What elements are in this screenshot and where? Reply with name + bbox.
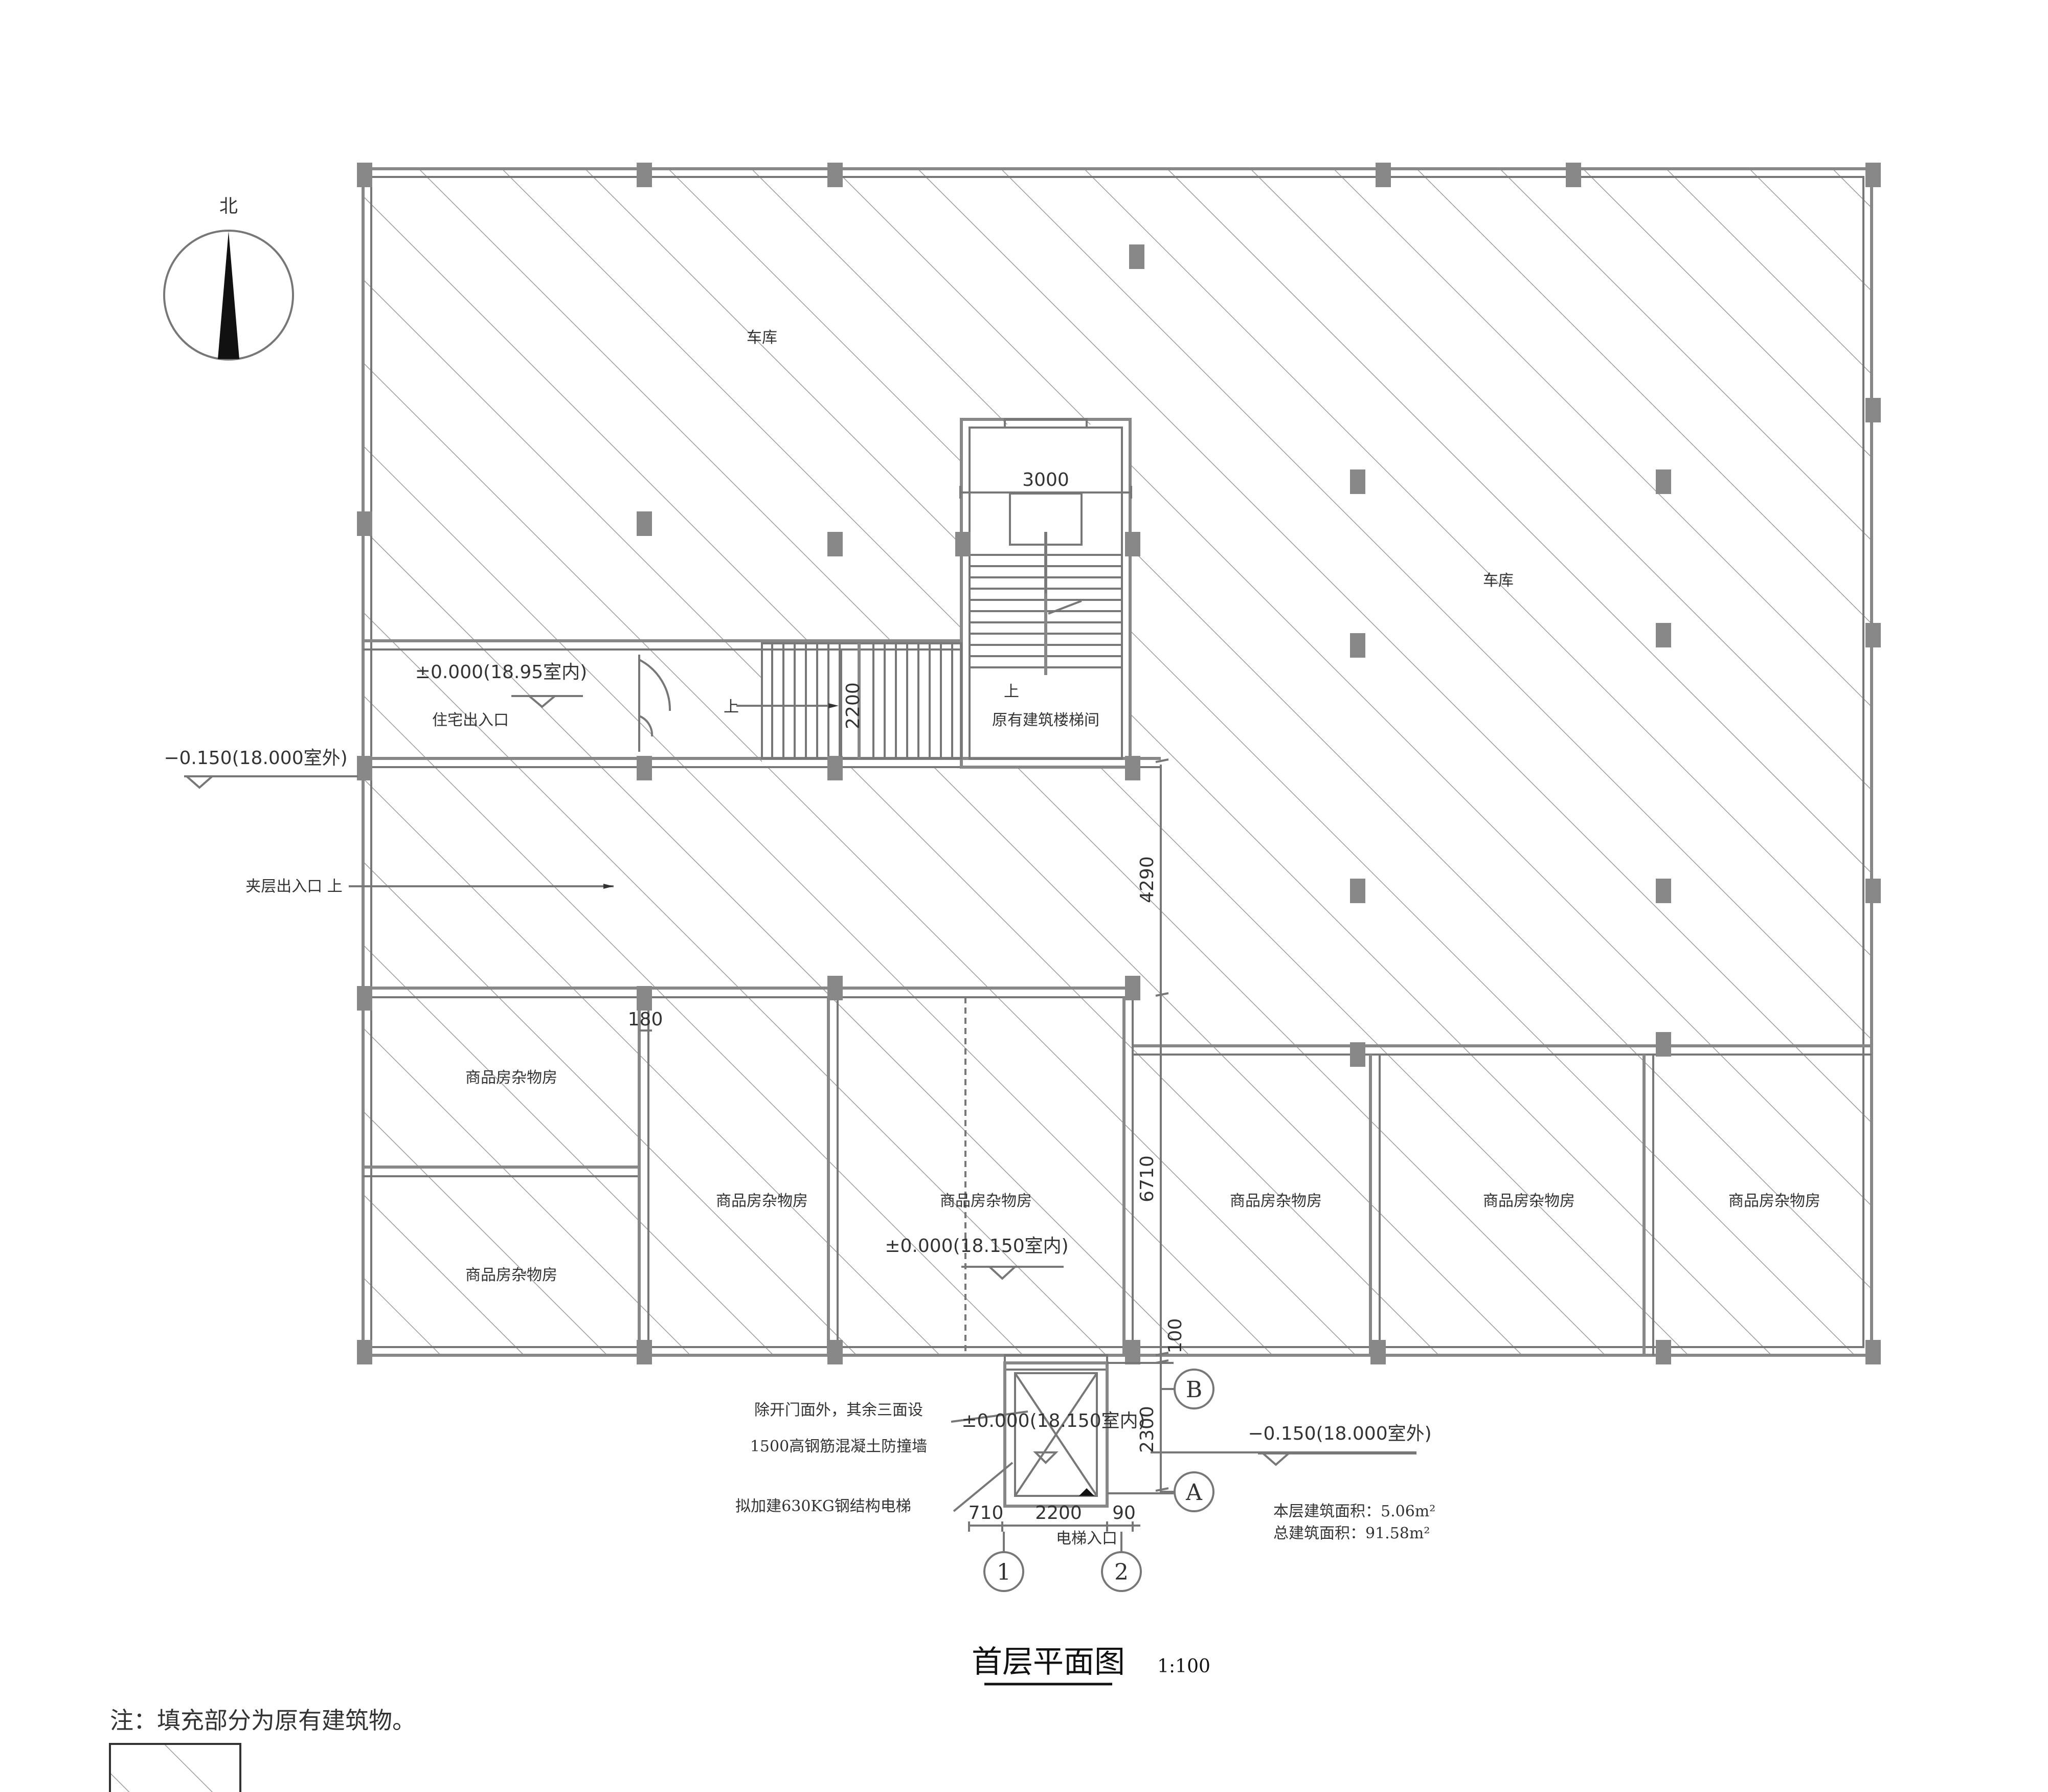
legend-note: 注：填充部分为原有建筑物。 [110, 1707, 416, 1734]
column-7 [1129, 244, 1144, 269]
column-29 [1125, 976, 1140, 1000]
entrance-stair [761, 642, 962, 759]
column-35 [1125, 1340, 1140, 1364]
interior-walls [363, 639, 1872, 1355]
column-22 [1125, 756, 1140, 780]
drawing-title: 首层平面图 [972, 1644, 1125, 1680]
dim-elevator-right: 90 [1112, 1503, 1136, 1524]
room-garage-east: 车库 [1483, 572, 1514, 590]
dim-gap: 100 [1165, 1318, 1186, 1354]
column-21 [827, 756, 843, 780]
level-storage: ±0.000(18.150室内) [885, 1236, 1068, 1257]
existing-stair-up-label: 上 [1004, 683, 1019, 701]
floor-area: 本层建筑面积：5.06m² [1273, 1503, 1435, 1520]
north-arrow [163, 230, 294, 361]
column-10 [637, 511, 652, 536]
room-storage-6: 商品房杂物房 [1483, 1192, 1575, 1210]
room-garage-north: 车库 [747, 329, 777, 347]
column-19 [357, 756, 372, 780]
axis-b-label: B [1186, 1377, 1202, 1403]
column-23 [1350, 879, 1365, 903]
column-30 [1350, 1042, 1365, 1067]
column-38 [1865, 1340, 1881, 1364]
column-11 [827, 532, 843, 556]
column-17 [1656, 623, 1671, 647]
elevator-wall-note-2: 1500高钢筋混凝土防撞墙 [750, 1438, 927, 1455]
axis-2-label: 2 [1114, 1559, 1129, 1585]
column-37 [1656, 1340, 1671, 1364]
column-4 [1376, 163, 1391, 187]
axis-1-label: 1 [997, 1559, 1011, 1585]
dimension-lines [639, 486, 1174, 1532]
existing-stair-steps [970, 532, 1122, 675]
room-residential-entrance: 住宅出入口 [432, 711, 509, 729]
level-outdoor-west: −0.150(18.000室外) [164, 748, 347, 769]
column-24 [1656, 879, 1671, 903]
elevator-wall-note-1: 除开门面外，其余三面设 [754, 1401, 923, 1419]
room-existing-stairwell: 原有建筑楼梯间 [992, 711, 1099, 729]
column-8 [1865, 398, 1881, 422]
column-1 [357, 163, 372, 187]
column-16 [1350, 633, 1365, 658]
column-33 [637, 1340, 652, 1364]
column-25 [1865, 879, 1881, 903]
level-residential: ±0.000(18.95室内) [415, 662, 587, 683]
elevator-shaft [1003, 1354, 1109, 1508]
dim-corridor: 4290 [1137, 856, 1158, 903]
total-area: 总建筑面积：91.58m² [1273, 1525, 1430, 1542]
dim-elevator-depth: 2300 [1137, 1406, 1158, 1453]
dim-elevator-width: 2200 [1035, 1503, 1082, 1524]
room-storage-1: 商品房杂物房 [465, 1069, 557, 1087]
dim-elevator-left: 710 [969, 1503, 1004, 1524]
room-storage-5: 商品房杂物房 [1230, 1192, 1322, 1210]
column-36 [1370, 1340, 1386, 1364]
column-31 [1656, 1032, 1671, 1057]
column-14 [1350, 469, 1365, 494]
column-27 [637, 986, 652, 1011]
column-3 [827, 163, 843, 187]
column-26 [357, 986, 372, 1011]
grid-axes [983, 1369, 1214, 1592]
level-outdoor-east: −0.150(18.000室外) [1248, 1423, 1431, 1444]
stair-up-label: 上 [724, 698, 739, 716]
structural-columns [357, 163, 1881, 1364]
column-6 [1865, 163, 1881, 187]
north-label: 北 [219, 196, 238, 217]
room-storage-7: 商品房杂物房 [1728, 1192, 1820, 1210]
level-elevator: ±0.000(18.150室内) [961, 1410, 1145, 1431]
dim-wall-thick: 180 [628, 1009, 663, 1030]
axis-a-label: A [1185, 1480, 1203, 1506]
column-34 [827, 1340, 843, 1364]
drawing-scale: 1:100 [1157, 1656, 1210, 1677]
residential-door [638, 655, 671, 752]
column-9 [357, 511, 372, 536]
column-2 [637, 163, 652, 187]
column-15 [1656, 469, 1671, 494]
elevator-entrance: 电梯入口 [1056, 1530, 1117, 1548]
legend-hatch-sample [109, 1743, 241, 1792]
existing-building-hatch [363, 169, 1872, 1355]
room-storage-4: 商品房杂物房 [940, 1192, 1032, 1210]
room-storage-2: 商品房杂物房 [465, 1266, 557, 1284]
column-32 [357, 1340, 372, 1364]
column-12 [955, 532, 971, 556]
level-marks [184, 695, 1416, 1466]
room-storage-3: 商品房杂物房 [716, 1192, 808, 1210]
column-20 [637, 756, 652, 780]
dim-stair-width: 3000 [1022, 469, 1069, 490]
dim-storage-depth: 6710 [1137, 1155, 1158, 1202]
elevator-proposal: 拟加建630KG钢结构电梯 [735, 1497, 911, 1515]
column-28 [827, 976, 843, 1000]
column-13 [1125, 532, 1140, 556]
room-mezzanine-entrance: 夹层出入口 上 [245, 878, 343, 895]
dim-stair-run: 2200 [843, 682, 864, 729]
entrance-stair-steps [771, 643, 953, 758]
column-5 [1566, 163, 1581, 187]
column-18 [1865, 623, 1881, 647]
